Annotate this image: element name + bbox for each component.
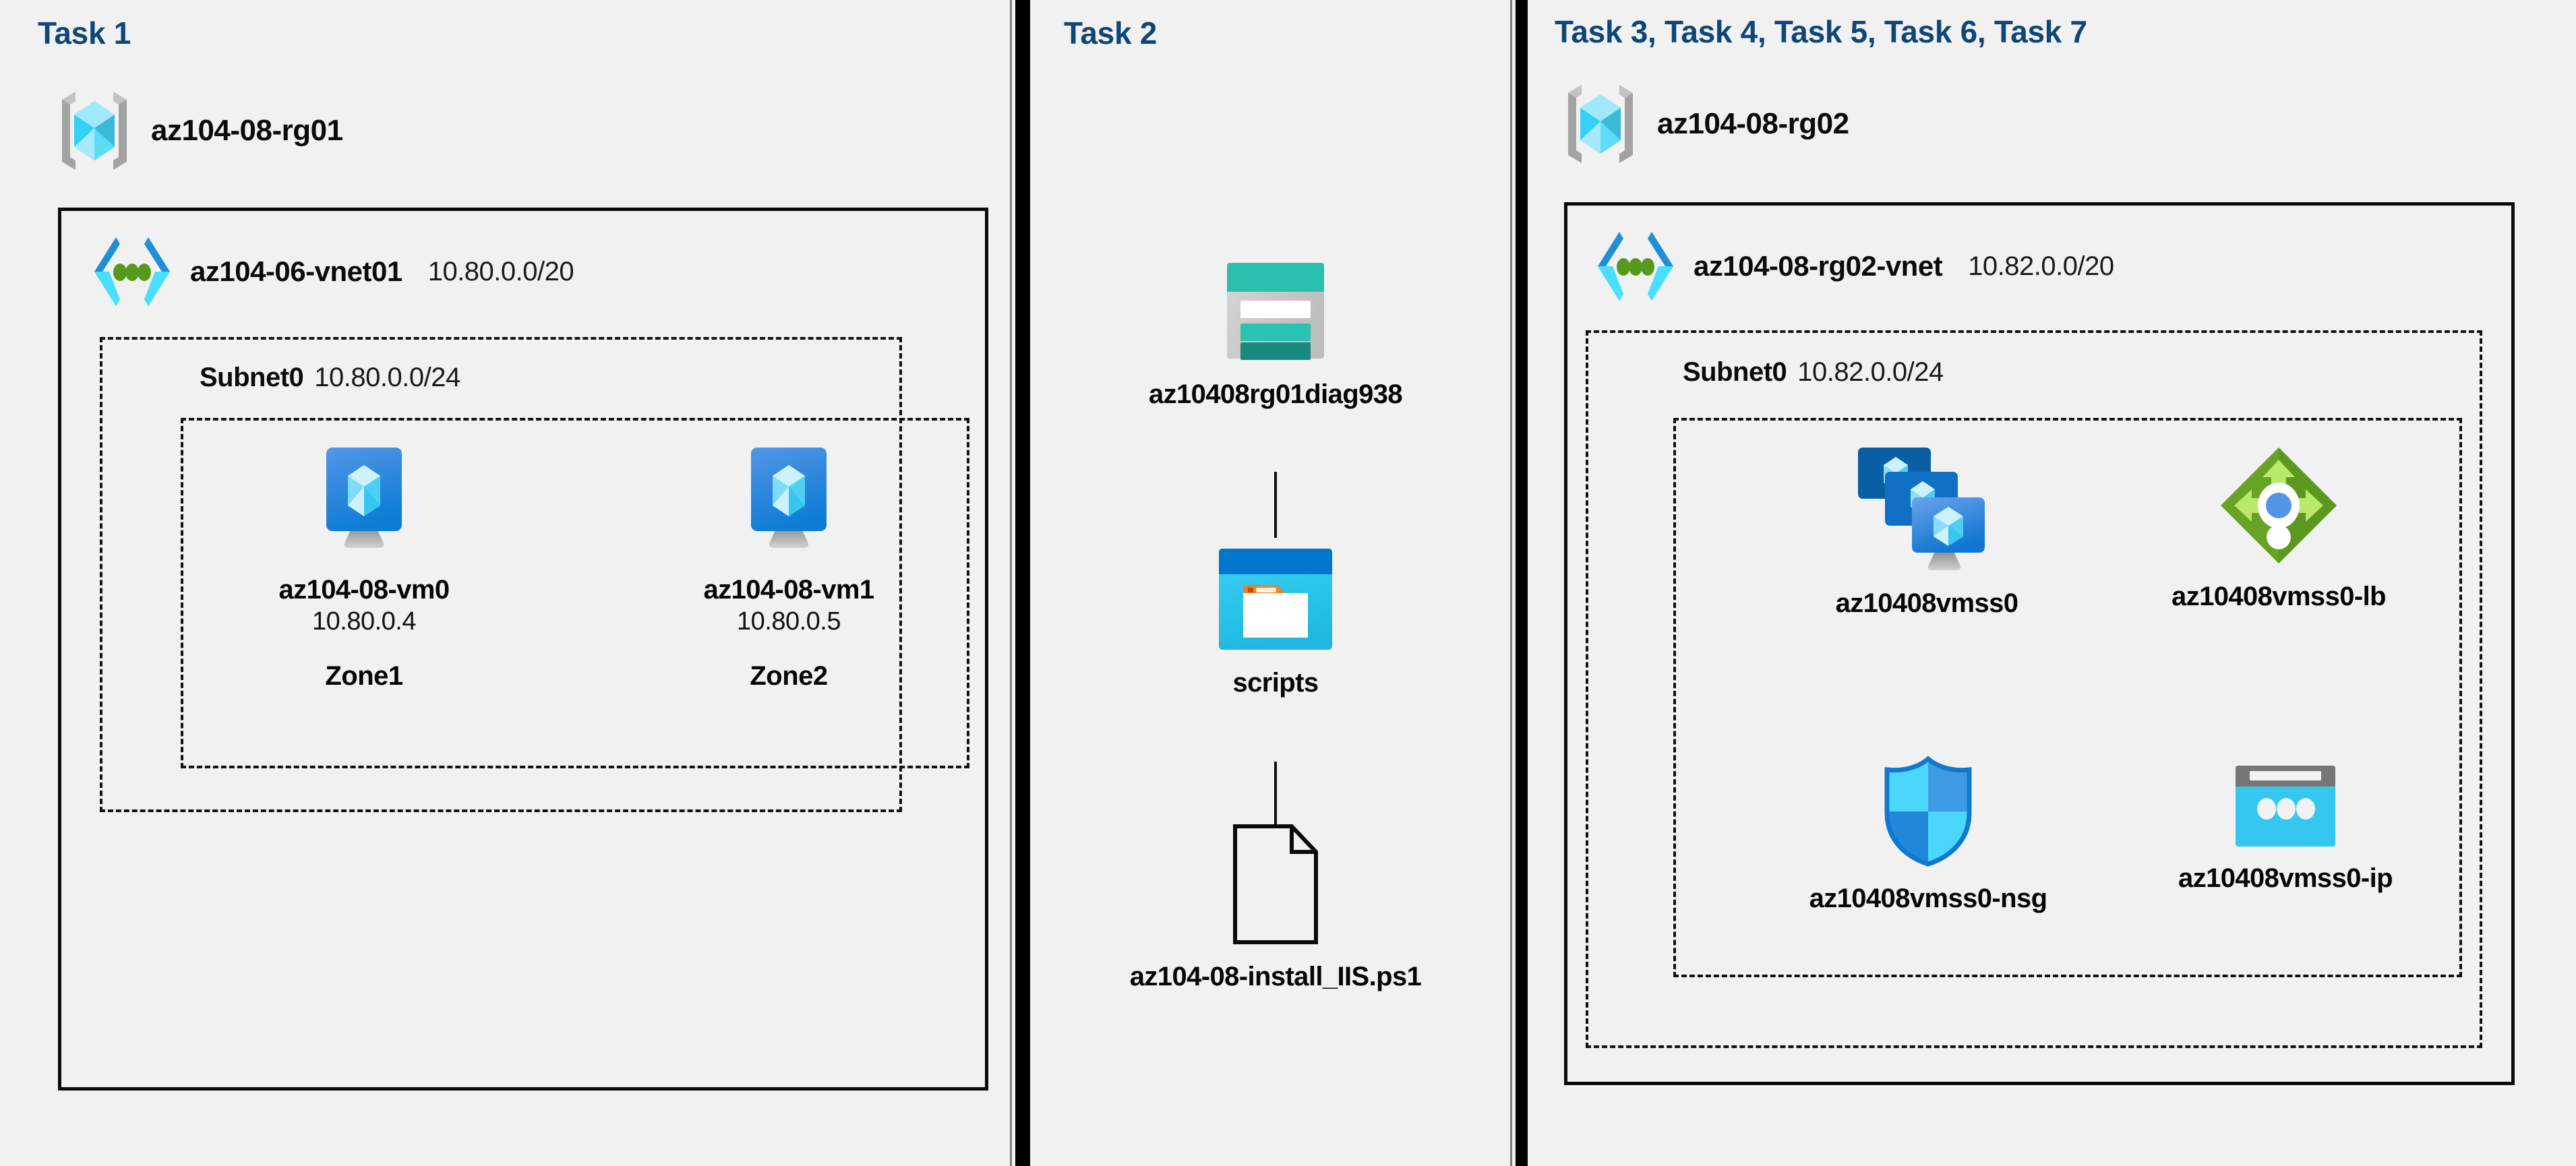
subnet-boundary-2	[1586, 330, 2482, 1048]
file-icon	[1230, 822, 1321, 946]
public-ip-address-icon	[2235, 762, 2336, 848]
vnet-cidr: 10.80.0.0/20	[427, 256, 574, 286]
node-label: az104-08-vm1	[703, 575, 875, 605]
node-label: scripts	[1232, 668, 1319, 698]
subnet-label: Subnet0	[1683, 357, 1787, 387]
node-availability-zone: Zone2	[750, 661, 828, 691]
node-ip-address: 10.80.0.5	[737, 607, 841, 636]
resource-group-az104-08-rg01: az104-08-rg01	[55, 88, 343, 174]
node-label: az10408vmss0-lb	[2171, 582, 2387, 611]
subnet-title-row-1: Subnet0 10.80.0.0/24	[200, 363, 460, 393]
subnet-label: Subnet0	[200, 363, 304, 392]
resource-group-label: az104-08-rg01	[151, 114, 343, 147]
node-network-security-group[interactable]: az10408vmss0-nsg	[1739, 755, 2117, 915]
subnet-cidr: 10.80.0.0/24	[314, 363, 460, 392]
node-powershell-file[interactable]: az104-08-install_IIS.ps1	[1073, 822, 1478, 993]
node-label: az104-08-install_IIS.ps1	[1129, 962, 1422, 991]
resource-group-icon	[1561, 81, 1640, 167]
connector-storage-to-scripts	[1274, 472, 1277, 538]
node-load-balancer[interactable]: az10408vmss0-lb	[2110, 445, 2447, 613]
vnet-boundary-az104-06-vnet01	[58, 208, 988, 1091]
virtual-machine-icon	[735, 445, 843, 559]
node-label: az104-08-vm0	[278, 575, 450, 605]
panel-divider-1	[1015, 0, 1030, 1166]
task-header-1: Task 1	[38, 16, 131, 51]
vnet-cidr: 10.82.0.0/20	[1968, 251, 2114, 281]
task-header-3: Task 3, Task 4, Task 5, Task 6, Task 7	[1555, 14, 2087, 49]
network-security-group-icon	[1880, 755, 1976, 868]
vmss-resource-group-boundary	[1673, 418, 2462, 977]
resource-group-az104-08-rg02: az104-08-rg02	[1561, 81, 1849, 167]
node-storage-account[interactable]: az10408rg01diag938	[1087, 256, 1464, 410]
vnet-title-row-2: az104-08-rg02-vnet 10.82.0.0/20	[1592, 229, 2114, 303]
subnet-boundary-1	[100, 337, 902, 812]
vnet-label: az104-06-vnet01	[190, 255, 402, 287]
node-availability-zone: Zone1	[325, 661, 403, 691]
vnet-title-row-1: az104-06-vnet01 10.80.0.0/20	[89, 235, 574, 309]
virtual-machine-icon	[310, 445, 418, 559]
vnet-label: az104-08-rg02-vnet	[1694, 250, 1943, 282]
vm-zone-group-boundary	[181, 418, 969, 768]
blob-container-icon	[1218, 546, 1333, 652]
node-label: az10408vmss0-ip	[2178, 863, 2393, 893]
task-header-2: Task 2	[1064, 16, 1157, 51]
node-az104-08-vm1[interactable]: az104-08-vm1 10.80.0.5 Zone2	[667, 445, 910, 692]
panel-hairline-left-2	[1510, 0, 1512, 1166]
virtual-network-icon	[89, 235, 175, 309]
resource-group-label: az104-08-rg02	[1657, 107, 1849, 140]
storage-account-icon	[1226, 256, 1325, 364]
node-label: az10408rg01diag938	[1148, 379, 1403, 409]
vnet-boundary-az104-08-rg02-vnet	[1564, 202, 2515, 1085]
panel-hairline-left-1	[1010, 0, 1012, 1166]
node-public-ip-address[interactable]: az10408vmss0-ip	[2110, 762, 2461, 894]
node-ip-address: 10.80.0.4	[312, 607, 416, 636]
node-az104-08-vm0[interactable]: az104-08-vm0 10.80.0.4 Zone1	[243, 445, 485, 692]
node-label: az10408vmss0-nsg	[1809, 884, 2047, 913]
connector-scripts-to-file	[1274, 762, 1277, 826]
panel-divider-2	[1516, 0, 1530, 1166]
node-blob-container-scripts[interactable]: scripts	[1087, 546, 1464, 699]
node-vm-scale-set[interactable]: az10408vmss0	[1758, 445, 2095, 619]
virtual-network-icon	[1592, 229, 1679, 303]
node-label: az10408vmss0	[1835, 588, 2018, 618]
subnet-cidr: 10.82.0.0/24	[1797, 357, 1944, 387]
subnet-title-row-2: Subnet0 10.82.0.0/24	[1683, 357, 1944, 388]
resource-group-icon	[55, 88, 133, 174]
vm-scale-set-icon	[1853, 445, 2001, 573]
load-balancer-icon	[2218, 445, 2339, 566]
